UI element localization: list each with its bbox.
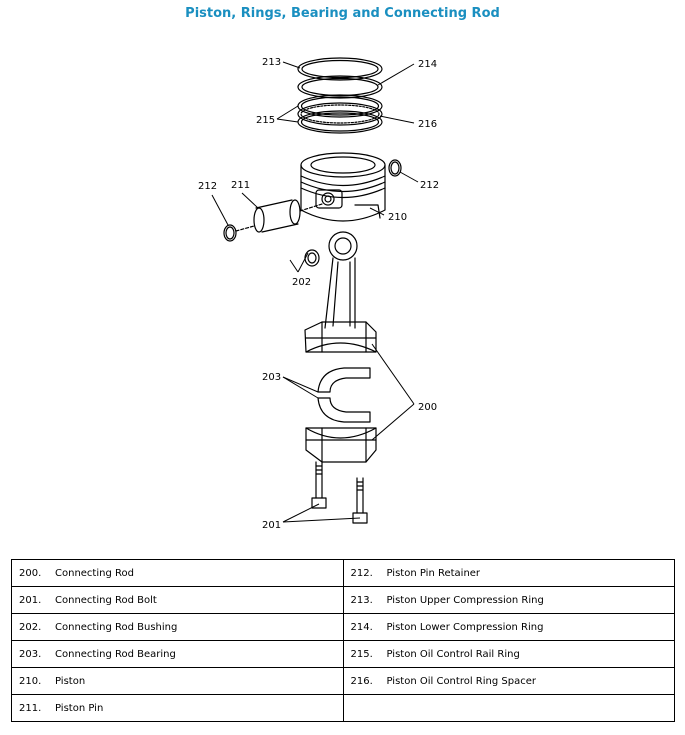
callout-202: 202 [292,277,311,288]
callout-213: 213 [262,57,281,68]
part-name: Piston Oil Control Ring Spacer [386,675,536,687]
table-row: 210. Piston 216. Piston Oil Control Ring S… [11,667,675,695]
parts-legend-table: 200. Connecting Rod 212. Piston Pin Retain… [11,559,675,722]
connecting-rod-bearing [317,367,371,423]
legend-cell: 216. Piston Oil Control Ring Spacer [342,667,675,695]
piston [300,152,386,222]
part-name: Piston Pin Retainer [386,567,481,579]
diagram-title: Piston, Rings, Bearing and Connecting Ro… [185,6,500,21]
table-row: 203. Connecting Rod Bearing 215. Piston Oi… [11,640,675,668]
table-row: 200. Connecting Rod 212. Piston Pin Retain… [11,559,675,587]
part-number: 214. [350,621,373,633]
callout-212-right: 212 [420,180,439,191]
connecting-rod-bushing [304,249,320,267]
part-name: Piston Oil Control Rail Ring [386,648,520,660]
part-name: Connecting Rod Bushing [55,621,178,633]
piston-pin-retainer-right [388,159,402,177]
callout-214: 214 [418,59,437,70]
callout-211: 211 [231,180,250,191]
part-number: 202. [19,621,42,633]
callout-216: 216 [418,119,437,130]
connecting-rod-bolt-left [311,461,327,509]
piston-pin [235,199,323,233]
legend-cell: 210. Piston [11,667,344,695]
part-number: 203. [19,648,42,660]
legend-cell: 213. Piston Upper Compression Ring [342,586,675,614]
legend-cell: 203. Connecting Rod Bearing [11,640,344,668]
callout-200: 200 [418,402,437,413]
part-name: Connecting Rod Bearing [55,648,176,660]
part-number: 213. [350,594,373,606]
callout-201: 201 [262,520,281,531]
upper-compression-ring [297,57,383,81]
connecting-rod [304,231,377,353]
part-number: 200. [19,567,42,579]
part-name: Piston Lower Compression Ring [386,621,544,633]
legend-cell: 202. Connecting Rod Bushing [11,613,344,641]
legend-cell: 201. Connecting Rod Bolt [11,586,344,614]
part-name: Connecting Rod Bolt [55,594,157,606]
part-number: 211. [19,702,42,714]
legend-cell: 211. Piston Pin [11,694,344,722]
table-row: 201. Connecting Rod Bolt 213. Piston Upper… [11,586,675,614]
legend-cell: 215. Piston Oil Control Rail Ring [342,640,675,668]
table-row: 211. Piston Pin [11,694,675,722]
part-number: 216. [350,675,373,687]
table-row: 202. Connecting Rod Bushing 214. Piston Lo… [11,613,675,641]
part-name: Piston [55,675,86,687]
legend-cell: 212. Piston Pin Retainer [342,559,675,587]
callout-215: 215 [256,115,275,126]
part-number: 201. [19,594,42,606]
part-name: Connecting Rod [55,567,134,579]
connecting-rod-cap [305,427,377,463]
legend-cell: 214. Piston Lower Compression Ring [342,613,675,641]
part-number: 215. [350,648,373,660]
part-name: Piston Upper Compression Ring [386,594,544,606]
connecting-rod-bolt-right [352,477,368,524]
callout-203: 203 [262,372,281,383]
callout-212-left: 212 [198,181,217,192]
part-number: 210. [19,675,42,687]
legend-cell-empty [342,694,675,722]
leader-lines [211,61,419,523]
exploded-view-diagram: 213 214 215 216 212 211 212 210 202 203 … [198,57,439,531]
oil-control-ring-spacer [297,102,383,126]
part-number: 212. [350,567,373,579]
legend-cell: 200. Connecting Rod [11,559,344,587]
part-name: Piston Pin [55,702,104,714]
callout-210: 210 [388,212,407,223]
piston-pin-retainer-left [223,224,237,242]
